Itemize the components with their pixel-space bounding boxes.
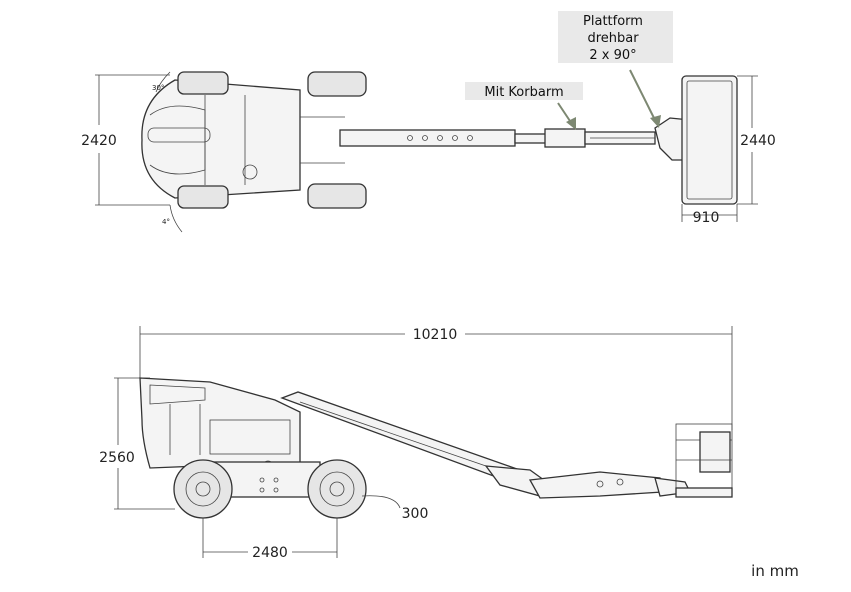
wheelbase-label: 2480 [252, 545, 288, 561]
callout-arrow-head [650, 115, 661, 128]
wheel-rear [173, 459, 233, 519]
platform-depth-label: 910 [693, 210, 720, 226]
height-label: 2560 [99, 450, 135, 466]
angle-bottom-label: 4° [162, 218, 170, 226]
callout-jib: Mit Korbarm [465, 82, 583, 130]
tire-front-right [307, 183, 367, 209]
width-left-label: 2420 [81, 133, 117, 149]
dimension-width-left: 2420 [81, 74, 170, 206]
chassis-top: 30° 4° [141, 71, 367, 233]
overall-length-label: 10210 [413, 327, 458, 343]
boom-side [280, 391, 691, 499]
wheels-side [173, 459, 367, 519]
platform-top: 2440 910 [681, 75, 776, 226]
jib-callout-label: Mit Korbarm [484, 85, 563, 100]
dimension-wheelbase: 2480 [202, 518, 338, 561]
width-right-label: 2440 [740, 133, 776, 149]
tire-front-left [307, 71, 367, 97]
wheel-front [307, 459, 367, 519]
jib-callout-box [465, 82, 583, 100]
side-view: 10210 2560 [99, 326, 733, 561]
callout-line1: Plattform [583, 14, 643, 29]
callout-line3: 2 x 90° [589, 48, 636, 63]
tire-rear-right [177, 185, 229, 209]
jib-arrow-head [566, 117, 576, 130]
boom-top [339, 117, 701, 161]
dimension-overall-length: 10210 [139, 326, 733, 430]
callout-arrow-line [629, 69, 657, 123]
platform-side [675, 423, 733, 498]
tire-rear-left [177, 71, 229, 95]
callout-platform-rotation: Plattform drehbar 2 x 90° [558, 11, 673, 128]
ground-clearance-label: 300 [402, 506, 429, 522]
dimension-ground-clearance: 300 [361, 495, 429, 522]
angle-top-label: 30° [152, 84, 164, 92]
callout-box [558, 11, 673, 63]
units-label: in mm [751, 562, 799, 580]
top-view: 2420 30° 4° [81, 11, 776, 233]
callout-line2: drehbar [587, 31, 639, 46]
